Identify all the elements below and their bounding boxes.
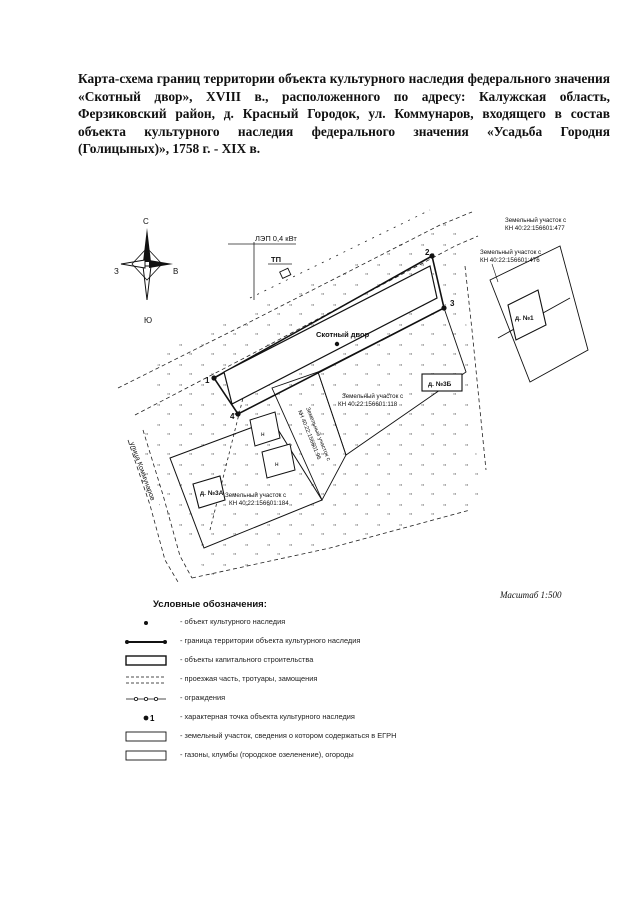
substation-label: ТП: [271, 255, 281, 264]
legend-item-text: - проезжая часть, тротуары, замощения: [180, 674, 318, 683]
parcel-184-label-line2: КН 40:22:156601:184: [229, 500, 289, 507]
territory-boundary-icon: [125, 640, 167, 644]
parcel-184: [169, 419, 323, 549]
legend-item-text: - ограждения: [180, 693, 226, 702]
legend-item: 1 - характерная точка объекта культурног…: [124, 709, 424, 728]
house-1: [507, 289, 547, 341]
house-1-label: д. №1: [515, 315, 534, 322]
capital-building-icon: [125, 655, 167, 666]
scale-label: Масштаб 1:500: [500, 590, 562, 600]
point-1-label: 1: [205, 376, 210, 385]
outbuildings: [249, 411, 296, 479]
characteristic-point-icon: 1: [143, 714, 155, 723]
legend-item: - объект культурного наследия: [124, 614, 424, 633]
legend-item-text: - объекты капитального строительства: [180, 655, 314, 664]
legend-item: - объекты капитального строительства: [124, 652, 424, 671]
characteristic-point-sample: 1: [150, 714, 155, 723]
parcel-184-label-line1: Земельный участок с: [225, 492, 286, 499]
outbuilding-label-2: н: [275, 461, 279, 468]
substation: [268, 263, 292, 280]
point-4-label: 4: [230, 412, 235, 421]
skotny-dvor-building: [223, 265, 438, 405]
compass-west: З: [114, 267, 119, 276]
house-3b: [421, 373, 463, 392]
parcel-118-label-line2: КН 40:22:156601:118: [338, 401, 398, 408]
legend-item: - граница территории объекта культурного…: [124, 633, 424, 652]
parcel-118-label-line1: Земельный участок с: [342, 393, 403, 400]
legend-item-text: - земельный участок, сведения о котором …: [180, 731, 397, 740]
roadway-icon: [126, 676, 166, 684]
point-2-label: 2: [425, 248, 430, 257]
house-3a: [192, 475, 226, 509]
compass-east: В: [173, 267, 178, 276]
compass-north: С: [143, 217, 149, 226]
legend-item: - проезжая часть, тротуары, замощения: [124, 671, 424, 690]
legend-title: Условные обозначения:: [153, 599, 267, 610]
legend-item: - земельный участок, сведения о котором …: [124, 728, 424, 747]
legend-item-text: - объект культурного наследия: [180, 617, 286, 626]
compass-south: Ю: [144, 316, 152, 325]
point-3-label: 3: [450, 299, 455, 308]
power-line: [228, 209, 431, 300]
characteristic-points: [211, 253, 447, 417]
parcel-476-label-line1: Земельный участок с: [480, 249, 541, 256]
power-line-label: ЛЭП 0,4 кВт: [255, 234, 297, 243]
map-title: Карта-схема границ территории объекта ку…: [78, 71, 610, 156]
legend-item-text: - газоны, клумбы (городское озеленение),…: [180, 750, 354, 759]
parcel-middle: [271, 371, 347, 502]
house-3b-label: д. №3Б: [428, 381, 452, 388]
legend-item-text: - характерная точка объекта культурного …: [180, 712, 355, 721]
parcel-476-label-line2: КН 40:22:156601:476: [480, 257, 540, 264]
parcel-477-label-line1: Земельный участок с: [505, 217, 566, 224]
legend-item: - ограждения: [124, 690, 424, 709]
parcel-477-label-line2: КН 40:22:156601:477: [505, 225, 565, 232]
legend: - объект культурного наследия - граница …: [124, 614, 424, 766]
house-3a-label: д. №3А: [200, 490, 224, 497]
outbuilding-label-1: н: [261, 431, 265, 438]
object-dot-icon: [144, 621, 148, 625]
object-marker-icon: [334, 341, 340, 347]
land-plot-icon: [125, 731, 167, 742]
legend-item: - газоны, клумбы (городское озеленение),…: [124, 747, 424, 766]
lawns-icon: [125, 750, 167, 761]
fence-icon: [126, 697, 166, 702]
legend-item-text: - граница территории объекта культурного…: [180, 636, 361, 645]
compass-rose-icon: С Ю З В: [114, 217, 178, 325]
object-name-label: Скотный двор: [316, 330, 370, 339]
